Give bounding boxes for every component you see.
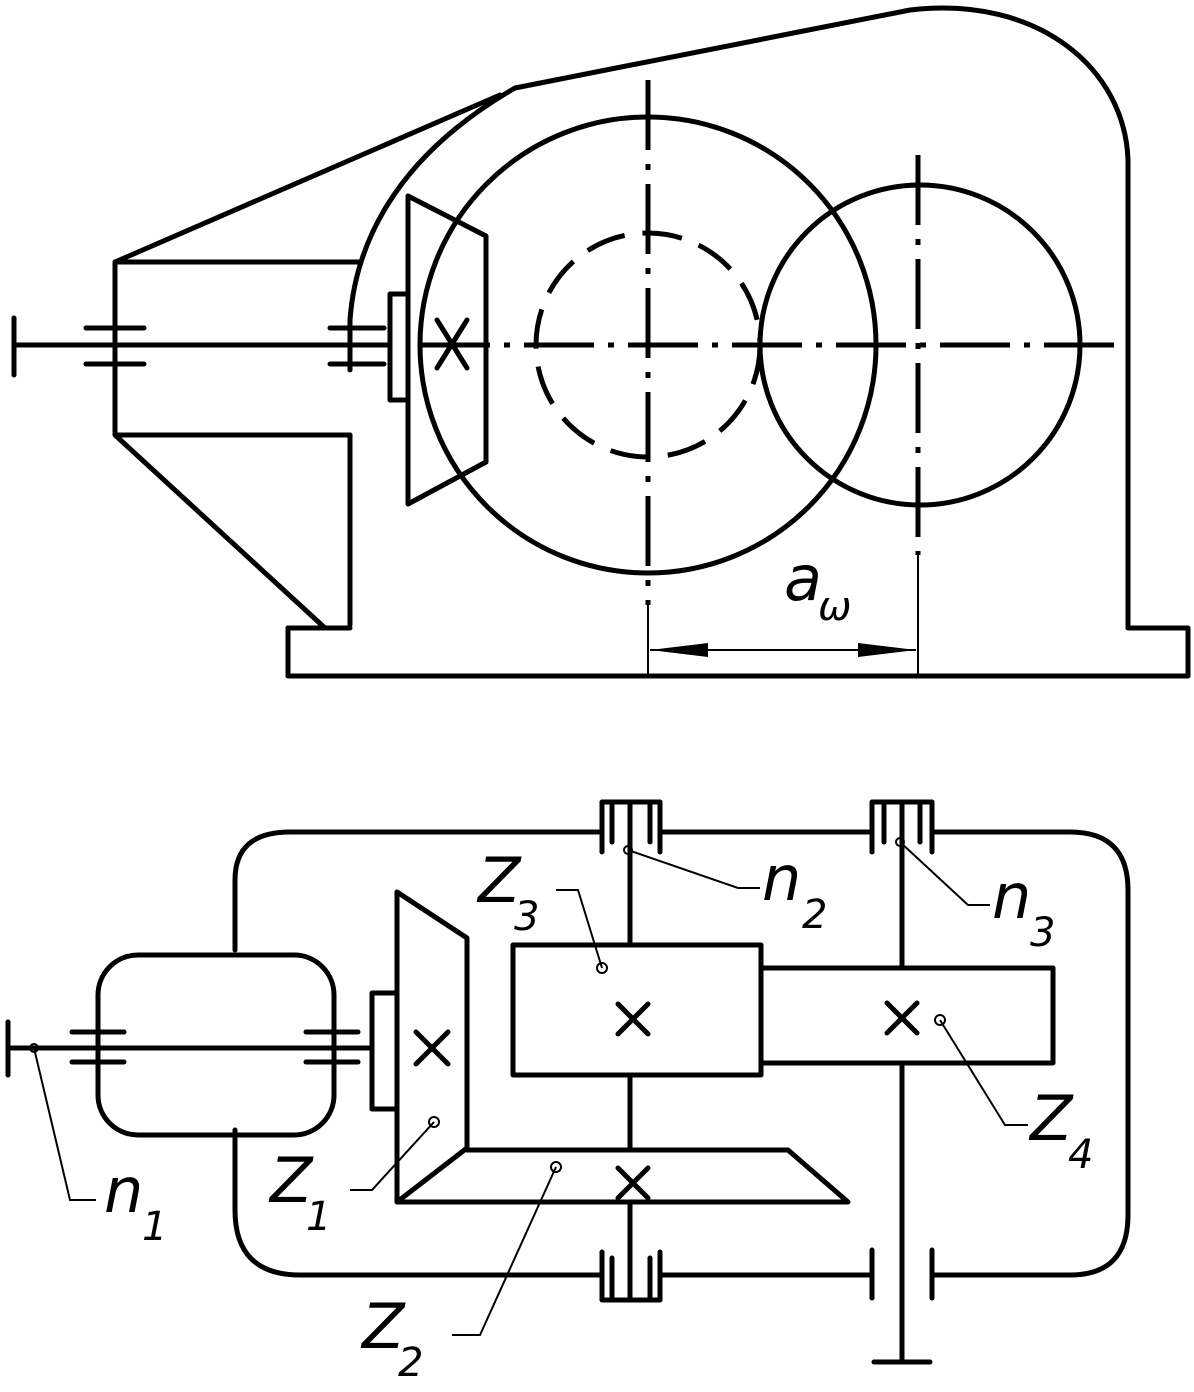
label-z3: Z [476, 844, 522, 917]
plan-view: n 1 n 2 n 3 Z 3 Z 4 Z 1 Z 2 [5, 799, 1131, 1386]
bearing-bottom-right [869, 1247, 935, 1301]
gear-z3 [510, 942, 764, 1078]
cross-mark [615, 1001, 651, 1037]
bearing-bottom-left [599, 1249, 663, 1303]
label-n1-sub: 1 [142, 1204, 167, 1250]
label-n1: n [104, 1154, 143, 1227]
leaders [29, 837, 1028, 1336]
side-view: a ω [11, 5, 1191, 679]
label-n2-sub: 2 [802, 892, 827, 938]
bearing-support [112, 259, 363, 631]
dim-arrow-left [650, 643, 708, 657]
input-bearing-housing [95, 952, 337, 1138]
housing-top-diagonal [112, 92, 503, 265]
label-aw-sub: ω [818, 584, 852, 630]
cross-mark [615, 1165, 651, 1201]
plan-hub [369, 990, 400, 1112]
plan-housing [232, 829, 1131, 1278]
bearing-top-right [869, 799, 935, 855]
bevel-gear [405, 193, 489, 507]
label-z4-sub: 4 [1068, 1132, 1093, 1178]
dim-arrow-right [858, 643, 916, 657]
gear-z4 [758, 965, 1056, 1066]
gear-hub [387, 291, 411, 403]
cross-mark [884, 1000, 920, 1036]
housing-outline [285, 5, 1191, 679]
label-z1: Z [268, 1144, 314, 1217]
label-z2: Z [360, 1290, 406, 1363]
label-aw: a [784, 542, 822, 615]
label-z3-sub: 3 [514, 894, 539, 940]
label-z2-sub: 2 [398, 1340, 423, 1386]
label-z1-sub: 1 [306, 1194, 331, 1240]
label-n3-sub: 3 [1030, 910, 1055, 956]
label-z4: Z [1028, 1082, 1074, 1155]
bearing-top-left [599, 799, 663, 855]
cross-mark [413, 1029, 451, 1067]
label-n3: n [992, 860, 1031, 933]
label-n2: n [762, 842, 801, 915]
